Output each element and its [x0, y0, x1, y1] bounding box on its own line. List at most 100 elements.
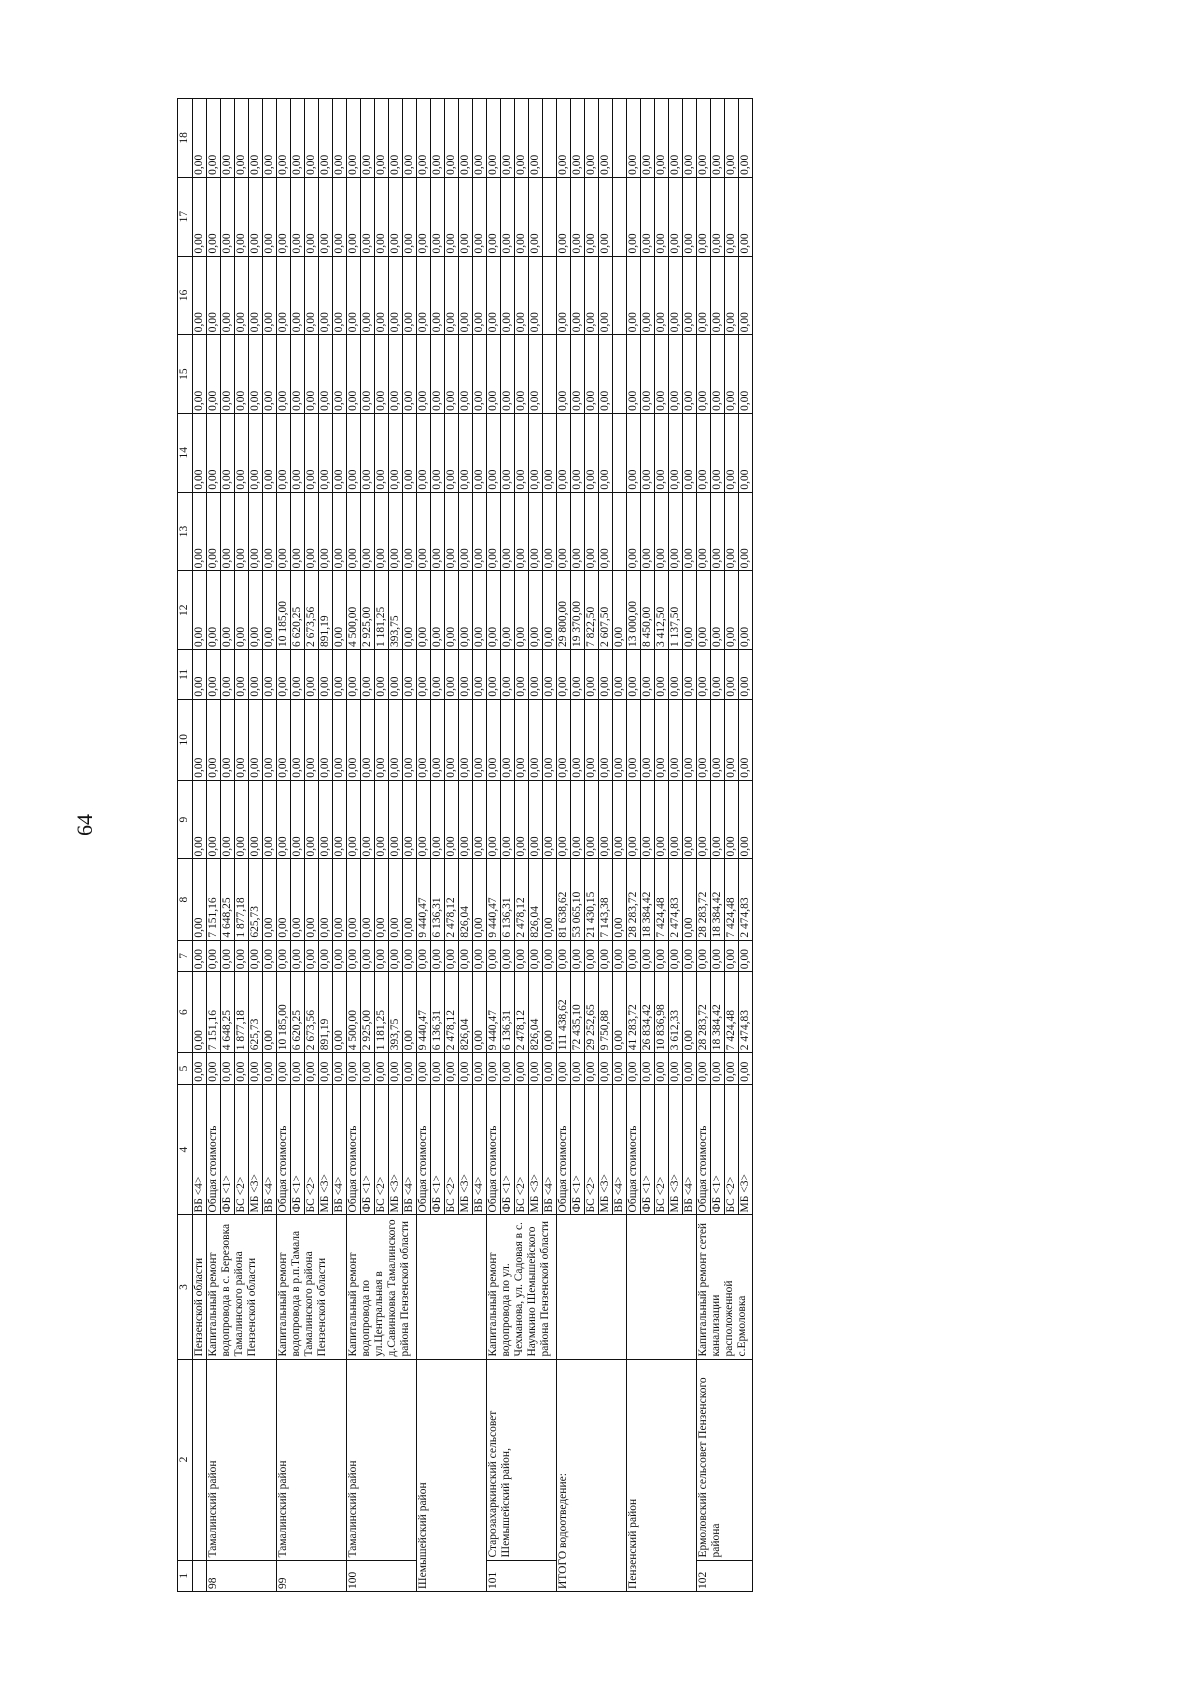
- value-cell: 0,00: [206, 413, 221, 493]
- value-cell: 0,00: [360, 940, 375, 972]
- value-cell: 0,00: [276, 859, 291, 941]
- value-cell: 0,00: [262, 1052, 277, 1085]
- value-cell: 0,00: [500, 570, 515, 650]
- value-cell: 8 450,00: [640, 570, 655, 650]
- value-cell: 0,00: [528, 256, 543, 335]
- value-cell: 0,00: [486, 492, 501, 571]
- value-cell: 0,00: [276, 492, 291, 571]
- project-description-cell: Капитальный ремонт водопровода в с. Бере…: [206, 1214, 277, 1360]
- value-cell: 0,00: [724, 177, 739, 257]
- value-cell: 0,00: [710, 256, 725, 335]
- funding-source-cell: ФБ <1>: [500, 1084, 515, 1215]
- value-cell: 0,00: [486, 98, 501, 178]
- value-cell: 0,00: [724, 334, 739, 414]
- value-cell: 0,00: [472, 413, 487, 493]
- value-cell: 0,00: [206, 256, 221, 335]
- value-cell: 0,00: [374, 413, 389, 493]
- value-cell: 0,00: [598, 177, 613, 257]
- funding-source-cell: Общая стоимость: [416, 1084, 431, 1215]
- value-cell: 0,00: [206, 98, 221, 178]
- district-cell: Старозахаркинский сельсовет Шемышейский …: [486, 1359, 557, 1561]
- column-header: 4: [177, 1084, 193, 1215]
- value-cell: 0,00: [192, 492, 207, 571]
- value-cell: 0,00: [458, 413, 473, 493]
- value-cell: 0,00: [514, 780, 529, 859]
- value-cell: 0,00: [430, 940, 445, 972]
- value-cell: 0,00: [248, 780, 263, 859]
- value-cell: 0,00: [654, 177, 669, 257]
- value-cell: 0,00: [206, 780, 221, 859]
- value-cell: 0,00: [220, 413, 235, 493]
- value-cell: 0,00: [556, 177, 571, 257]
- value-cell: [542, 177, 557, 257]
- value-cell: 0,00: [332, 570, 347, 650]
- funding-source-cell: ВБ <4>: [682, 1084, 697, 1215]
- value-cell: 0,00: [724, 780, 739, 859]
- value-cell: 0,00: [514, 570, 529, 650]
- value-cell: 0,00: [598, 98, 613, 178]
- district-cell: Тамалинский район: [346, 1359, 417, 1561]
- value-cell: 0,00: [430, 780, 445, 859]
- value-cell: 0,00: [234, 940, 249, 972]
- value-cell: 0,00: [542, 1052, 557, 1085]
- value-cell: 0,00: [290, 780, 305, 859]
- value-cell: 0,00: [276, 1052, 291, 1085]
- value-cell: 0,00: [486, 649, 501, 700]
- value-cell: 0,00: [514, 699, 529, 781]
- funding-source-cell: ВБ <4>: [402, 1084, 417, 1215]
- value-cell: 0,00: [668, 1052, 683, 1085]
- value-cell: 826,04: [458, 971, 473, 1053]
- value-cell: 0,00: [654, 649, 669, 700]
- value-cell: 0,00: [262, 334, 277, 414]
- value-cell: 10 185,00: [276, 570, 291, 650]
- value-cell: 0,00: [626, 256, 641, 335]
- funding-source-cell: МБ <3>: [668, 1084, 683, 1215]
- value-cell: 10 185,00: [276, 971, 291, 1053]
- value-cell: 0,00: [626, 780, 641, 859]
- funding-source-cell: ФБ <1>: [360, 1084, 375, 1215]
- value-cell: 0,00: [514, 177, 529, 257]
- funding-source-cell: БС <2>: [724, 1084, 739, 1215]
- value-cell: 0,00: [416, 699, 431, 781]
- row-number-cell: 101: [486, 1560, 557, 1592]
- value-cell: 0,00: [304, 1052, 319, 1085]
- page-number: 64: [72, 814, 97, 836]
- value-cell: 0,00: [654, 699, 669, 781]
- value-cell: 0,00: [360, 780, 375, 859]
- value-cell: 0,00: [402, 256, 417, 335]
- value-cell: 0,00: [388, 859, 403, 941]
- value-cell: 393,75: [388, 570, 403, 650]
- value-cell: 0,00: [220, 492, 235, 571]
- value-cell: 0,00: [556, 780, 571, 859]
- value-cell: 0,00: [262, 859, 277, 941]
- value-cell: 0,00: [654, 98, 669, 178]
- value-cell: 26 834,42: [640, 971, 655, 1053]
- value-cell: 0,00: [318, 649, 333, 700]
- value-cell: 0,00: [486, 570, 501, 650]
- value-cell: 0,00: [696, 570, 711, 650]
- value-cell: 0,00: [430, 492, 445, 571]
- funding-source-cell: Общая стоимость: [556, 1084, 571, 1215]
- value-cell: 826,04: [528, 971, 543, 1053]
- value-cell: 0,00: [570, 98, 585, 178]
- value-cell: 0,00: [220, 98, 235, 178]
- value-cell: 0,00: [542, 859, 557, 941]
- value-cell: 0,00: [346, 334, 361, 414]
- value-cell: 0,00: [626, 1052, 641, 1085]
- value-cell: 4 648,25: [220, 859, 235, 941]
- project-description-cell: Капитальный ремонт водопровода в р.п.Там…: [276, 1214, 347, 1360]
- value-cell: 0,00: [346, 940, 361, 972]
- value-cell: 0,00: [192, 256, 207, 335]
- value-cell: 0,00: [528, 492, 543, 571]
- value-cell: 0,00: [206, 334, 221, 414]
- value-cell: 0,00: [654, 1052, 669, 1085]
- funding-source-cell: МБ <3>: [318, 1084, 333, 1215]
- value-cell: 0,00: [724, 1052, 739, 1085]
- value-cell: 0,00: [388, 780, 403, 859]
- value-cell: 1 181,25: [374, 570, 389, 650]
- value-cell: 7 151,16: [206, 971, 221, 1053]
- value-cell: 0,00: [514, 940, 529, 972]
- value-cell: 0,00: [318, 256, 333, 335]
- value-cell: 0,00: [220, 177, 235, 257]
- value-cell: 0,00: [276, 699, 291, 781]
